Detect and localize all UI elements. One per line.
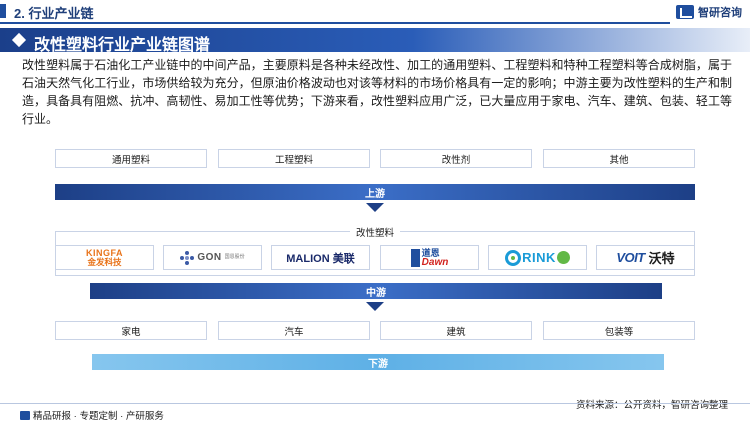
orinko-ring-icon bbox=[505, 249, 522, 266]
source-note: 资料来源：公开资料，智研咨询整理 bbox=[575, 400, 728, 411]
report-icon bbox=[20, 410, 30, 420]
midstream-group-label: 改性塑料 bbox=[330, 225, 420, 239]
dawn-logo: 道恩 Dawn bbox=[380, 245, 479, 270]
downstream-item: 建筑 bbox=[380, 321, 532, 340]
malion-logo: MALION 美联 bbox=[271, 245, 370, 270]
downstream-item: 包装等 bbox=[543, 321, 695, 340]
header-underline bbox=[0, 22, 670, 24]
down-arrow-icon bbox=[366, 302, 384, 311]
section-header: 2. 行业产业链 bbox=[0, 0, 750, 24]
brand-logo-icon bbox=[676, 5, 694, 19]
footer-divider bbox=[0, 403, 750, 404]
upstream-item: 其他 bbox=[543, 149, 695, 168]
title-banner: 改性塑料行业产业链图谱 bbox=[0, 28, 750, 54]
upstream-item: 工程塑料 bbox=[218, 149, 370, 168]
downstream-item: 家电 bbox=[55, 321, 207, 340]
orinko-logo: RINK bbox=[488, 245, 587, 270]
upstream-band: 上游 bbox=[55, 184, 695, 200]
header-accent-bar bbox=[0, 4, 6, 18]
upstream-item: 通用塑料 bbox=[55, 149, 207, 168]
brand-name: 智研咨询 bbox=[698, 7, 742, 19]
section-title: 2. 行业产业链 bbox=[14, 6, 94, 21]
brand: 智研咨询 bbox=[676, 4, 742, 20]
midstream-band: 中游 bbox=[90, 283, 662, 299]
intro-paragraph: 改性塑料属于石油化工产业链中的中间产品，主要原料是各种未经改性、加工的通用塑料、… bbox=[22, 58, 732, 126]
upstream-item: 改性剂 bbox=[380, 149, 532, 168]
downstream-item: 汽车 bbox=[218, 321, 370, 340]
voit-logo: VOIT 沃特 bbox=[596, 245, 695, 270]
page-title: 改性塑料行业产业链图谱 bbox=[34, 37, 211, 54]
diamond-icon bbox=[11, 32, 27, 48]
kingfa-logo: KINGFA 金发科技 bbox=[55, 245, 154, 270]
footer-tagline: 精品研报 · 专题定制 · 产研服务 bbox=[20, 408, 164, 421]
downstream-band: 下游 bbox=[92, 354, 664, 370]
gon-logo: GON 国恩股份 bbox=[163, 245, 262, 270]
orinko-dot-icon bbox=[556, 251, 570, 264]
gon-mark-icon bbox=[180, 250, 195, 265]
down-arrow-icon bbox=[366, 203, 384, 212]
